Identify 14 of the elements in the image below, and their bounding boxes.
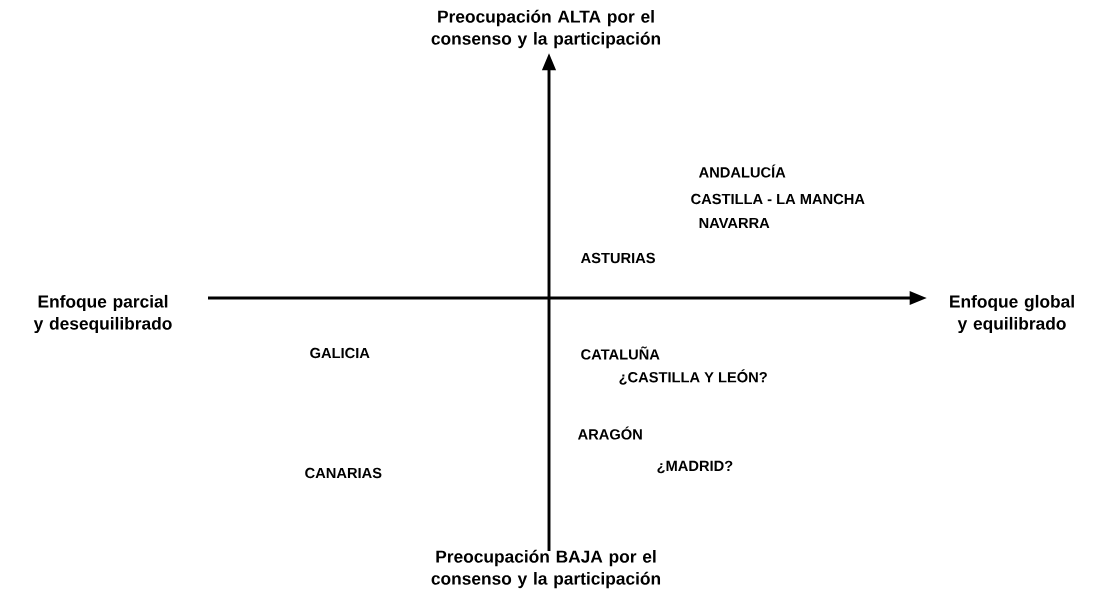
region-label: NAVARRA	[699, 217, 770, 229]
region-label: GALICIA	[310, 347, 370, 359]
axis-label: Enfoque parcial y desequilibrado	[33, 294, 172, 334]
region-label: ANDALUCÍA	[698, 164, 786, 178]
region-label: CANARIAS	[305, 467, 382, 479]
region-label: ¿MADRID?	[657, 460, 733, 474]
region-label: CATALUÑA	[581, 346, 660, 360]
axis-label: Preocupación ALTA por el consenso y la participación	[431, 9, 660, 49]
region-label: CASTILLA - LA MANCHA	[691, 193, 865, 205]
region-label: ¿CASTILLA Y LEÓN?	[619, 369, 767, 385]
region-label: ARAGÓN	[577, 426, 642, 440]
axis-label: Enfoque global y equilibrado	[950, 294, 1074, 334]
region-label: ASTURIAS	[580, 252, 655, 264]
axis-label: Preocupación BAJA por el consenso y la participación	[431, 549, 660, 589]
